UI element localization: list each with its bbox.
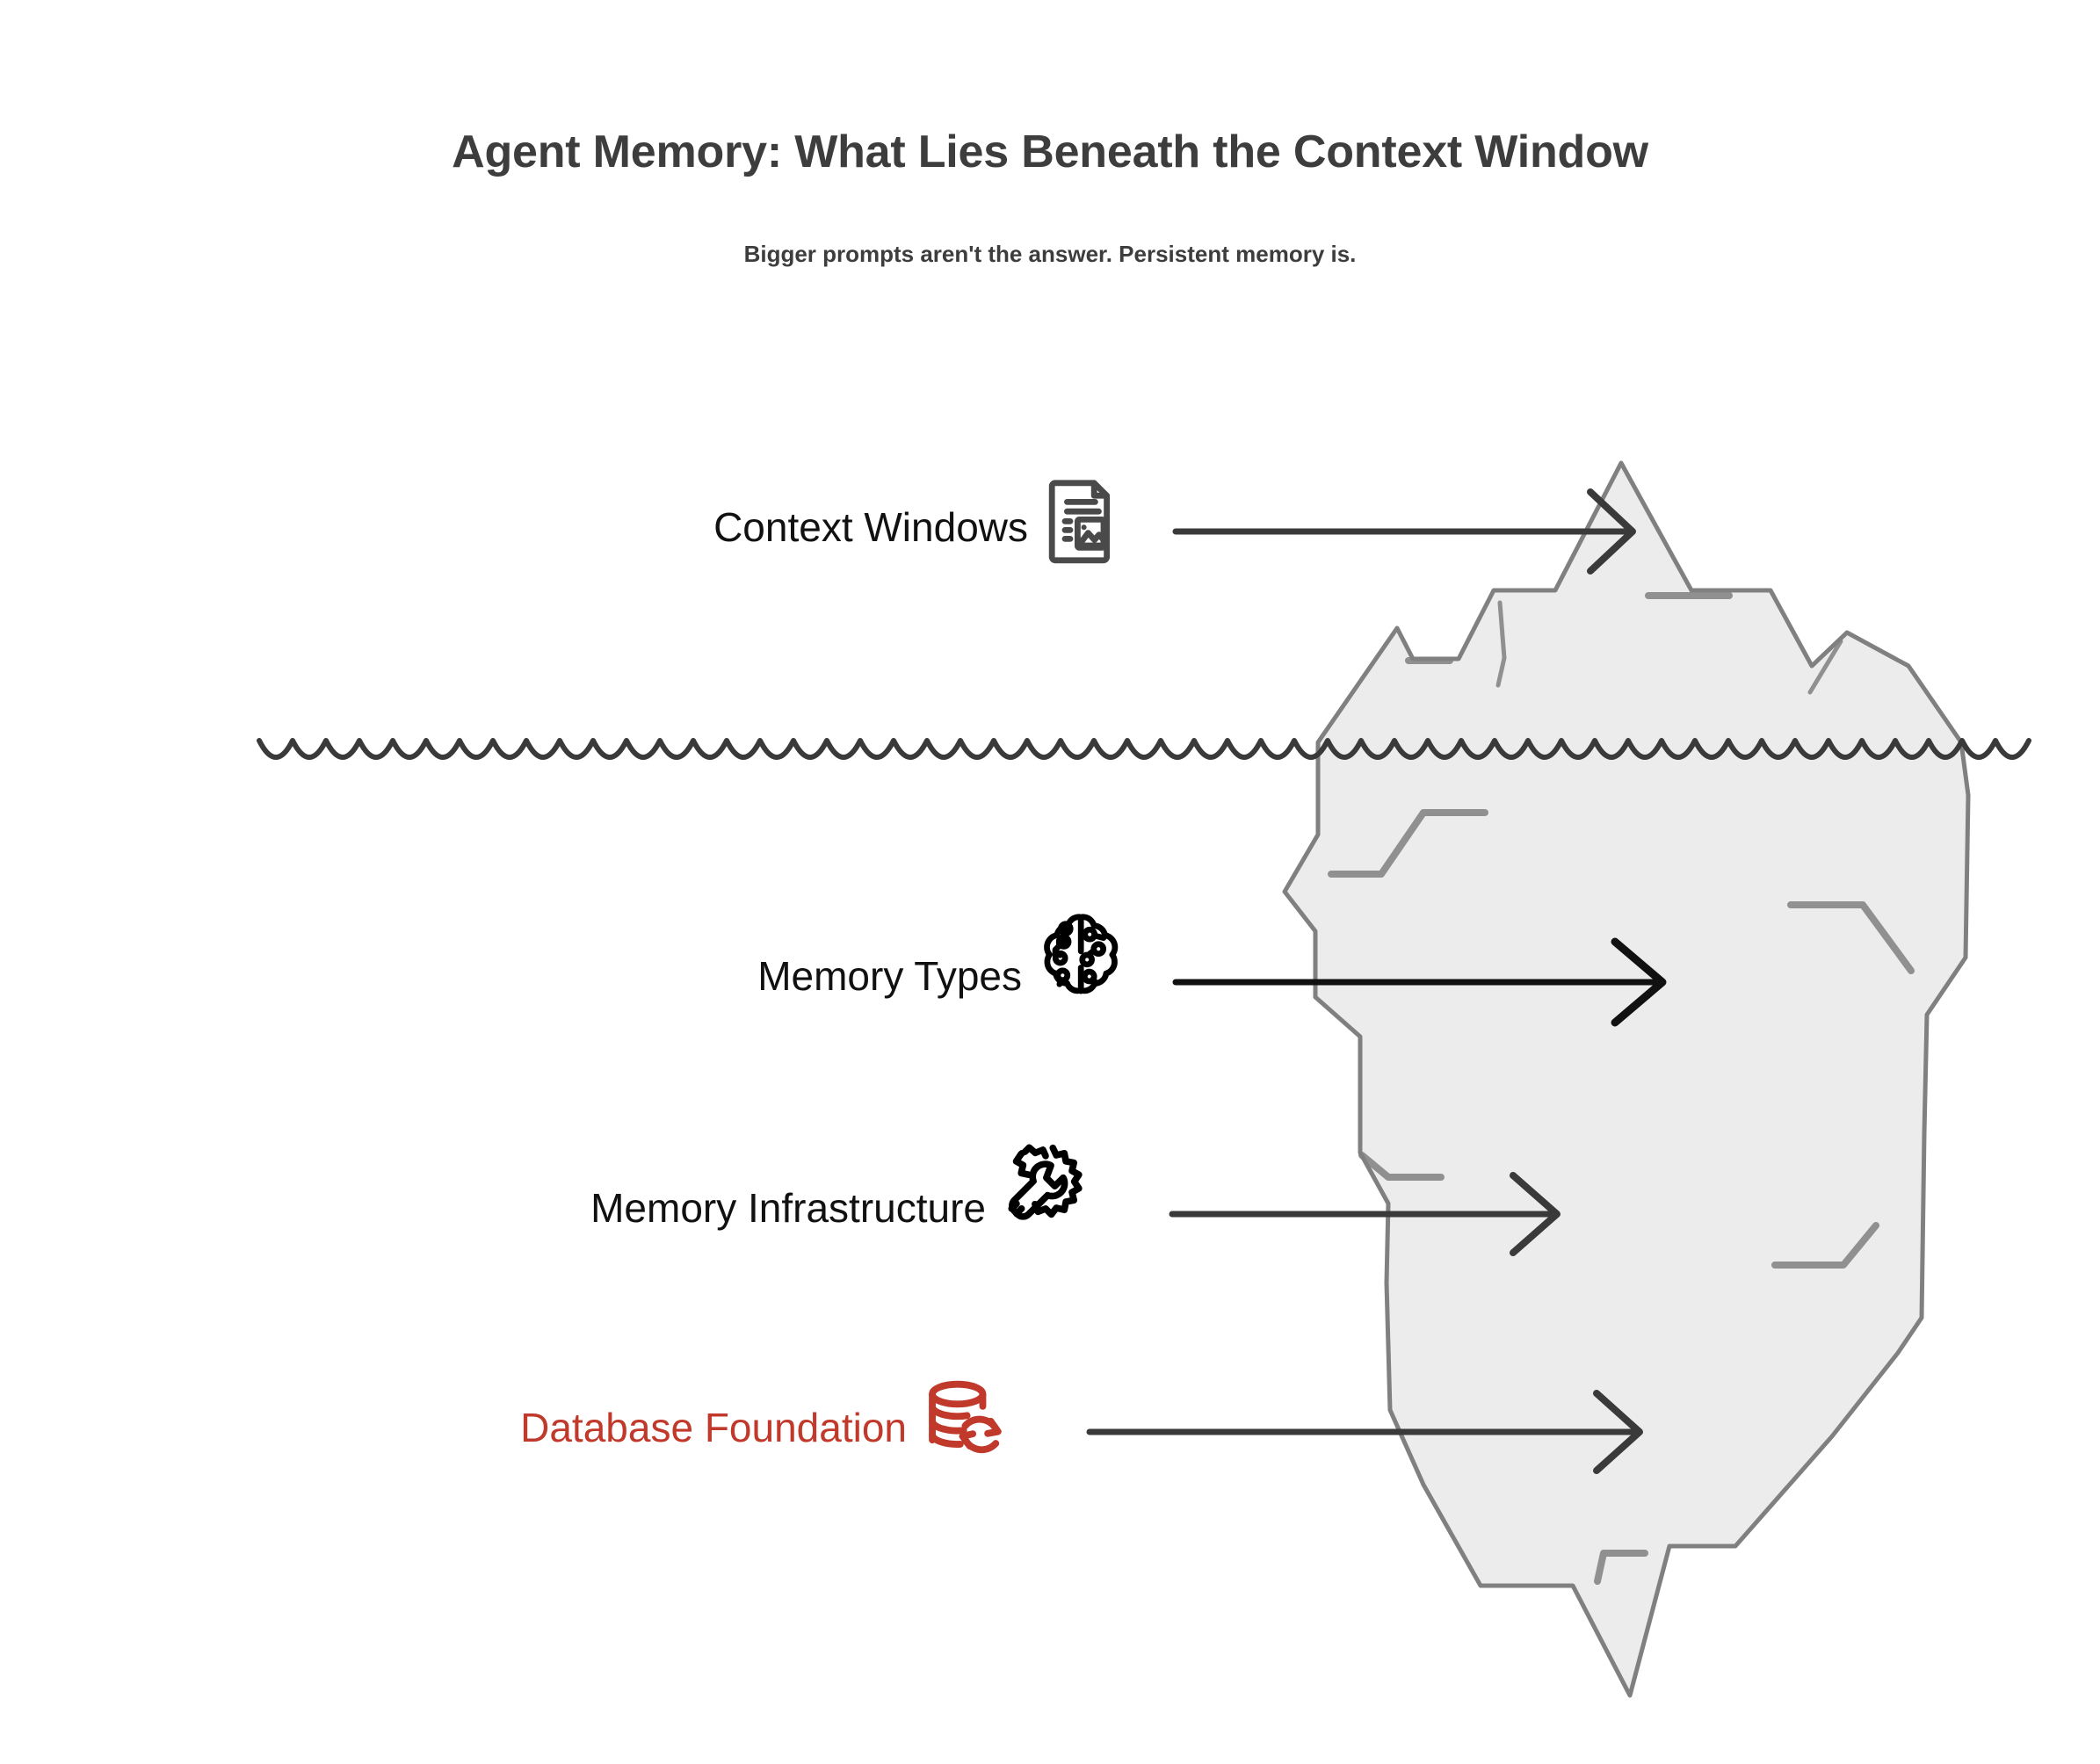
waterline	[257, 738, 2031, 760]
iceberg-facets-above	[1405, 592, 1843, 695]
gear-wrench-icon	[1008, 1144, 1083, 1220]
document-image-icon	[1048, 480, 1110, 564]
arrow-memory-types	[1172, 937, 1667, 1027]
pointer-arrows	[1086, 488, 1667, 1474]
iceberg-facets-below	[1328, 809, 1915, 1585]
page-title: Agent Memory: What Lies Beneath the Cont…	[452, 127, 1648, 177]
page-subtitle: Bigger prompts aren't the answer. Persis…	[743, 241, 1357, 267]
brain-circuit-icon	[1044, 914, 1119, 994]
label-context-windows: Context Windows	[713, 504, 1028, 550]
waterline-wave	[257, 738, 2031, 760]
arrow-database-foundation	[1086, 1390, 1643, 1474]
label-memory-infrastructure: Memory Infrastructure	[590, 1185, 986, 1231]
arrow-memory-infrastructure	[1169, 1172, 1561, 1256]
label-database-foundation: Database Foundation	[520, 1405, 907, 1450]
label-memory-types: Memory Types	[757, 953, 1022, 999]
iceberg	[1282, 460, 1971, 1698]
database-sync-icon	[929, 1380, 1002, 1454]
arrow-context-windows	[1172, 488, 1636, 575]
iceberg-silhouette	[1282, 460, 1971, 1698]
